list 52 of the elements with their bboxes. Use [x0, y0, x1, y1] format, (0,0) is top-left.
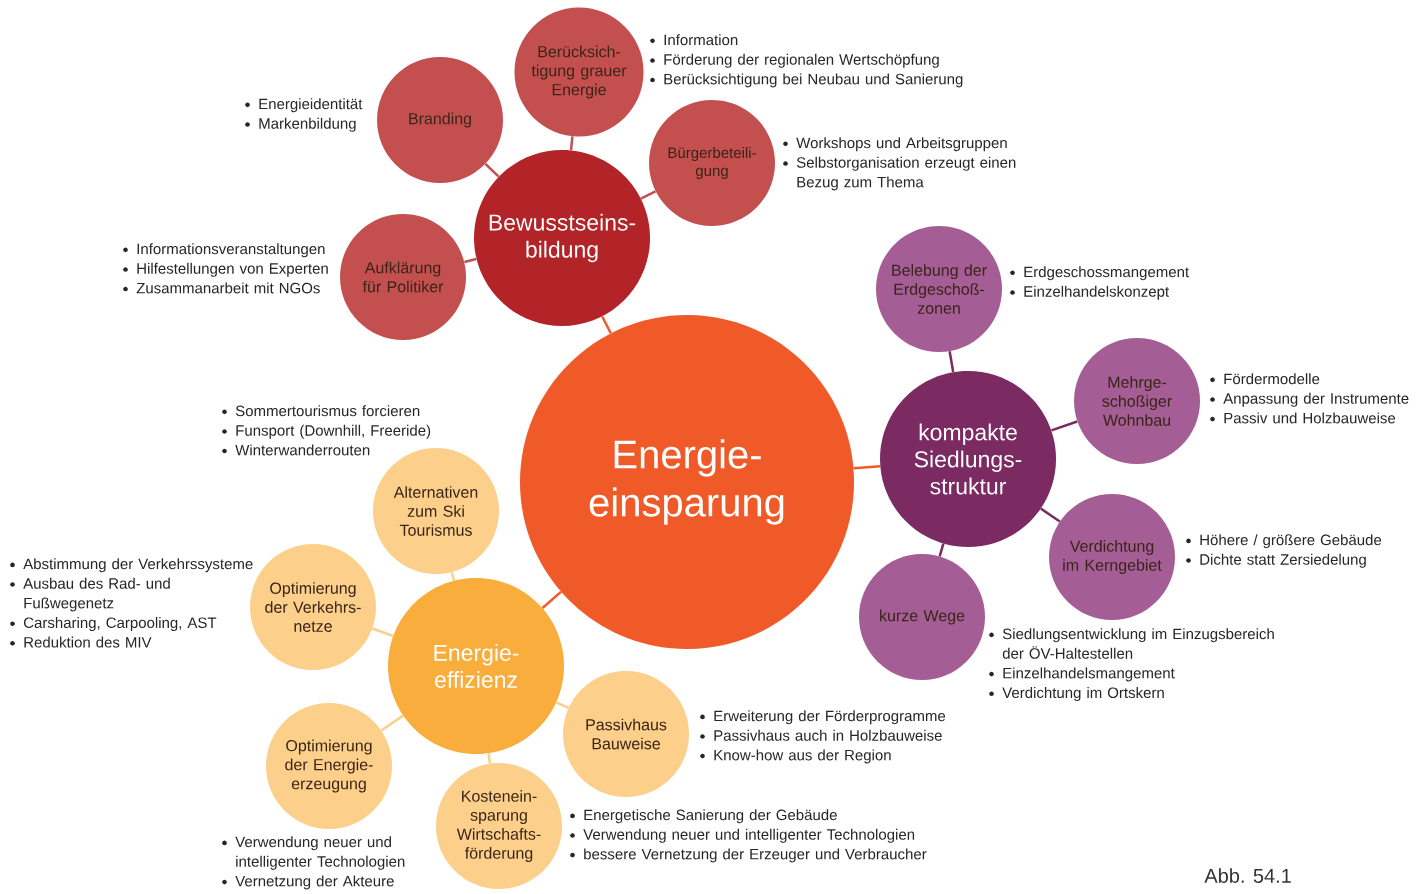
bullet-item: Siedlungsentwicklung im Einzugsbereich der ÖV-Haltestellen: [989, 628, 1274, 659]
bullet-item: Markenbildung: [245, 117, 356, 132]
bullet-item: Ausbau des Rad- und Fußwegenetz: [10, 577, 170, 612]
connector-line: [372, 627, 394, 638]
bullet-item: Erweiterung der Förderprogramme: [700, 710, 946, 725]
connector-line: [948, 351, 955, 373]
bullet-item: Know-how aus der Region: [700, 749, 891, 764]
connector-line: [464, 257, 477, 264]
connector-line: [487, 753, 492, 764]
connector-line: [569, 136, 574, 151]
bullet-item: Berücksichtigung bei Neubau und Sanierung: [650, 73, 963, 88]
figure-number: Abb. 54.1: [1204, 868, 1291, 883]
bullet-item: Selbstorganisation erzeugt einen Bezug zum Thema: [783, 156, 1016, 191]
bullet-item: Förderung der regionalen Wertschöpfung: [650, 53, 939, 68]
bullet-item: Verwendung neuer und intelligenter Technologien: [222, 836, 405, 870]
bullet-item: Anpassung der Instrumente: [1210, 392, 1409, 407]
connector-line: [380, 714, 404, 732]
bullet-item: bessere Vernetzung der Erzeuger und Verbraucher: [570, 848, 927, 863]
bullet-item: Passiv und Holzbauweise: [1210, 412, 1396, 424]
bullet-item: Verwendung neuer und intelligenter Technologien: [570, 828, 915, 843]
bullet-item: Carsharing, Carpooling, AST: [10, 617, 217, 631]
bullet-item: Passivhaus auch in Holzbauweise: [700, 729, 942, 741]
bullet-item: Vernetzung der Akteure: [222, 875, 394, 890]
bullet-item: Sommertourismus forcieren: [222, 405, 420, 417]
bullet-item: Fördermodelle: [1210, 373, 1320, 385]
connector-line: [938, 543, 945, 557]
connector-line: [1051, 420, 1078, 432]
bullet-item: Einzelhandelsmangement: [989, 667, 1175, 682]
connector-line: [1040, 507, 1061, 523]
bullet-item: Energieidentität: [245, 98, 363, 113]
bullet-item: Energetische Sanierung der Gebäude: [570, 809, 837, 824]
connector-line: [555, 701, 569, 710]
connector-line: [640, 190, 657, 200]
connector-line: [601, 315, 612, 334]
bullet-item: Höhere / größere Gebäude: [1186, 534, 1382, 549]
bullet-item: Einzelhandelskonzept: [1010, 285, 1169, 300]
bullet-item: Informationsveranstaltungen: [123, 243, 325, 258]
connector-line: [853, 464, 881, 470]
bullet-item: Funsport (Downhill, Freeride): [222, 424, 431, 439]
bullet-item: Reduktion des MIV: [10, 636, 152, 648]
bullet-item: Hilfestellungen von Experten: [123, 262, 328, 277]
bullet-item: Winterwanderrouten: [222, 444, 370, 456]
bullet-item: Abstimmung der Verkehrssysteme: [10, 558, 253, 573]
bullet-item: Verdichtung im Ortskern: [989, 687, 1164, 701]
connector-line: [541, 590, 562, 609]
bullet-item: Workshops und Arbeitsgruppen: [783, 137, 1007, 152]
connector-line: [450, 571, 456, 581]
bullet-item: Information: [650, 34, 738, 46]
connector-line: [484, 163, 500, 178]
bullet-item: Erdgeschossmangement: [1010, 266, 1189, 281]
bullet-item: Dichte statt Zersiedelung: [1186, 553, 1366, 568]
bullet-item: Zusammanarbeit mit NGOs: [123, 282, 320, 294]
